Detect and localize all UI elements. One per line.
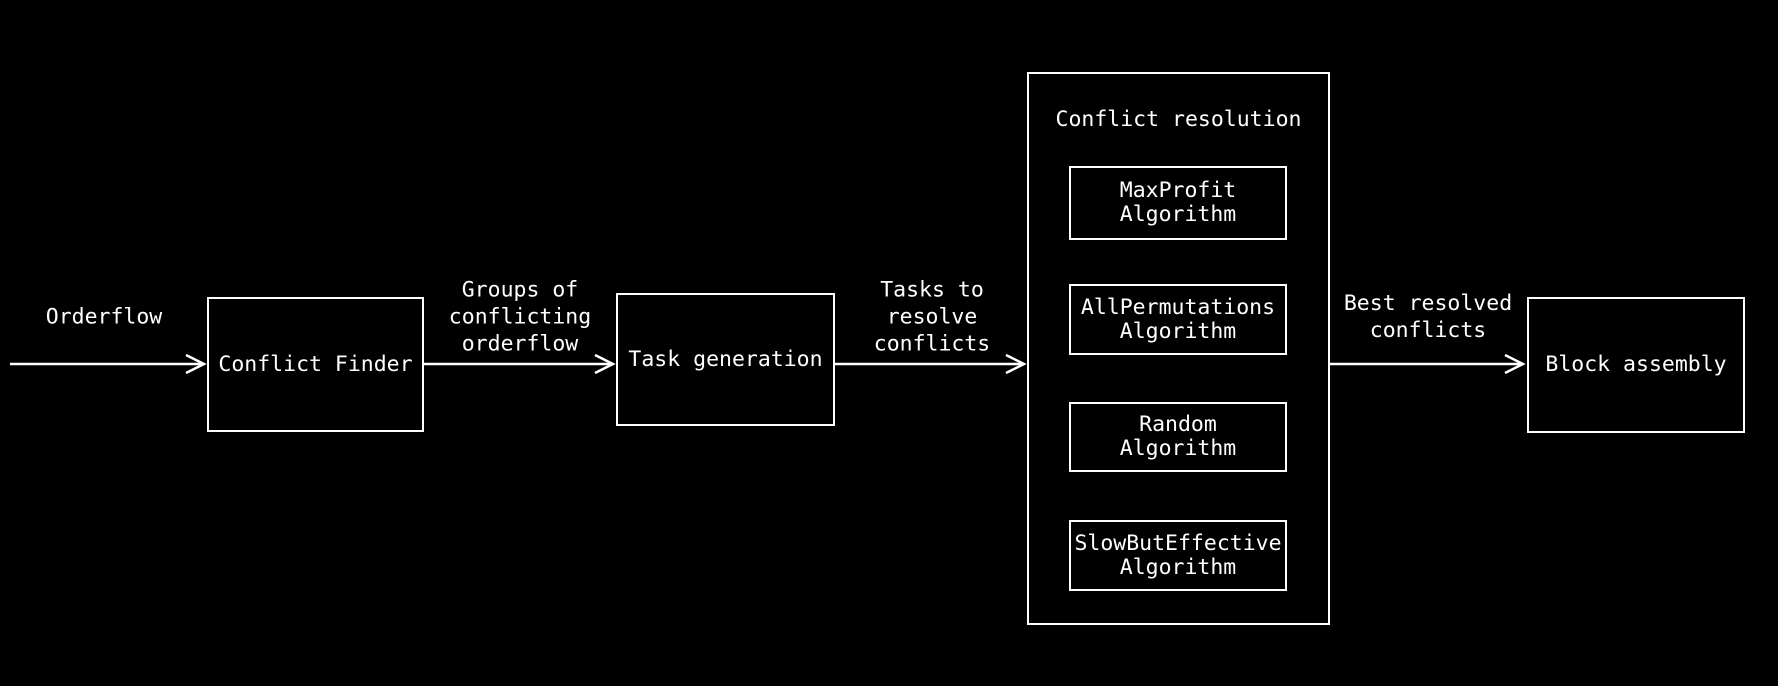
edge-label-line: Best resolved bbox=[1343, 291, 1513, 316]
node-random-algorithm: Random Algorithm bbox=[1069, 402, 1287, 472]
edge-label-orderflow: Orderflow bbox=[46, 304, 163, 331]
node-conflict-resolution: Conflict resolution MaxProfit Algorithm … bbox=[1027, 72, 1330, 625]
node-maxprofit-algorithm: MaxProfit Algorithm bbox=[1069, 166, 1287, 240]
edge-label-line: resolve bbox=[886, 304, 978, 330]
edge-label-groups-of-conflicting-orderflow: Groups of conflicting orderflow bbox=[449, 277, 591, 358]
edge-label-tasks-to-resolve-conflicts: Tasks to resolve conflicts bbox=[874, 277, 991, 358]
node-label-line: AllPermutations bbox=[1080, 294, 1276, 320]
node-conflict-finder: Conflict Finder bbox=[207, 297, 424, 432]
node-label: Conflict Finder bbox=[218, 351, 413, 377]
edge-label-line: orderflow bbox=[461, 331, 579, 357]
arrow-orderflow bbox=[10, 353, 207, 375]
node-label-line: Algorithm bbox=[1119, 554, 1237, 580]
node-label-line: Algorithm bbox=[1119, 318, 1237, 344]
edge-label-line: Tasks to bbox=[880, 277, 984, 303]
edge-label-line: conflicts bbox=[1369, 318, 1487, 343]
node-label-line: MaxProfit bbox=[1119, 178, 1237, 203]
conflict-resolution-title: Conflict resolution bbox=[1055, 107, 1302, 132]
node-task-generation: Task generation bbox=[616, 293, 835, 426]
edge-label-best-resolved-conflicts: Best resolved conflicts bbox=[1344, 290, 1512, 344]
arrow-tasks-to-resolve-conflicts bbox=[835, 353, 1027, 375]
edge-label-line: conflicts bbox=[873, 331, 991, 357]
node-block-assembly: Block assembly bbox=[1527, 297, 1745, 433]
edge-label-line: Groups of bbox=[461, 277, 579, 303]
node-label-line: Random bbox=[1139, 412, 1217, 437]
node-label: Task generation bbox=[628, 346, 823, 372]
node-label-line: SlowButEffective bbox=[1074, 530, 1282, 556]
node-allpermutations-algorithm: AllPermutations Algorithm bbox=[1069, 284, 1287, 355]
node-label-line: Algorithm bbox=[1119, 202, 1237, 227]
edge-label-line: Orderflow bbox=[45, 304, 163, 330]
node-label-line: Algorithm bbox=[1119, 436, 1237, 461]
arrow-groups-of-conflicting-orderflow bbox=[424, 353, 616, 375]
node-label: Block assembly bbox=[1545, 352, 1727, 377]
edge-label-line: conflicting bbox=[448, 304, 592, 330]
node-slowbuteffective-algorithm: SlowButEffective Algorithm bbox=[1069, 520, 1287, 591]
arrow-best-resolved-conflicts bbox=[1330, 353, 1526, 375]
